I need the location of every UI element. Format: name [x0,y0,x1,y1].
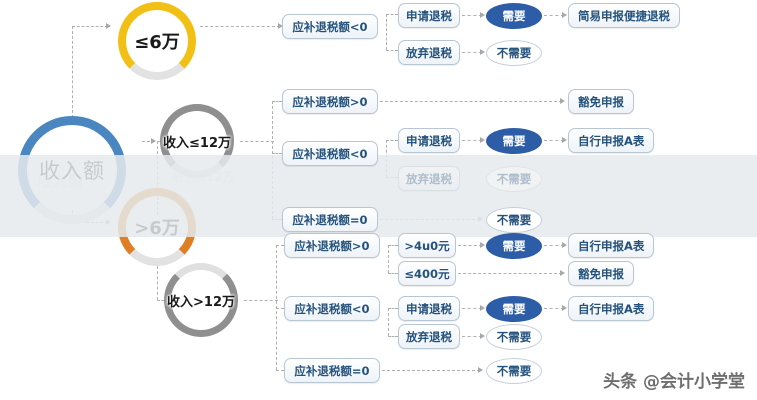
connector-r5-need [458,245,482,246]
connector-r5-b [388,273,398,274]
arrow-r1-out [562,12,567,18]
connector-r3-b [386,177,398,178]
connector-r5-split [388,245,389,273]
arrow-r1-noneed [480,49,485,55]
arrow-r2-out [560,98,565,104]
connector-r6-noneed [462,336,482,337]
need-ellipse-5[interactable]: 需要 [486,233,542,259]
node-branch-gt6-label: >6万 [134,218,180,239]
arrow-r4-out [478,216,483,222]
result-box-5b[interactable]: 豁免申报 [568,261,634,286]
arrow-r6-noneed [480,333,485,339]
condition-box-1[interactable]: 应补退税额<0 [282,14,378,39]
condition-box-2[interactable]: 应补退税额>0 [282,89,378,114]
condition-box-6[interactable]: 应补退税额<0 [284,296,380,321]
node-subbranch-gt12-label: 收入>12万 [167,294,235,310]
node-root-income[interactable]: 收入额 [18,116,126,224]
arrow-r5b-out [560,270,565,276]
connector-r6-out [544,308,564,309]
arrow-to-le6 [106,23,111,29]
connector-r1-split [386,14,387,50]
connector-r1-need [462,15,482,16]
arrow-r7-out [478,367,483,373]
connector-r1-b [386,50,398,51]
connector-r7-out [382,370,480,371]
amount-box-le400[interactable]: ≤400元 [398,261,456,286]
noneed-ellipse-7[interactable]: 不需要 [486,358,542,384]
node-subbranch-gt12[interactable]: 收入>12万 [164,263,238,337]
need-ellipse-1[interactable]: 需要 [486,3,542,29]
connector-r5b-out [458,273,562,274]
condition-box-4[interactable]: 应补退税额=0 [282,207,378,232]
result-box-2[interactable]: 豁免申报 [568,89,634,114]
connector-gt12-r3 [276,370,284,371]
connector-r6-need [462,308,482,309]
action-box-waive-6[interactable]: 放弃退税 [398,324,460,349]
watermark: 头条 @会计小学堂 [603,372,745,392]
arrow-r6-need [480,305,485,311]
connector-le6-cond1 [200,26,280,27]
node-subbranch-le12[interactable]: 收入≤12万 [160,104,234,178]
condition-box-5[interactable]: 应补退税额>0 [284,233,380,258]
need-ellipse-3[interactable]: 需要 [486,128,542,154]
connector-le12-r3 [272,219,282,220]
connector-root-up [72,26,73,118]
noneed-ellipse-6[interactable]: 不需要 [486,324,542,350]
need-ellipse-6[interactable]: 需要 [486,296,542,322]
connector-r3-a [386,140,398,141]
action-box-waive-3[interactable]: 放弃退税 [398,166,460,191]
connector-le12-r2 [272,153,282,154]
connector-gt12-r1 [276,245,284,246]
connector-r1-a [386,14,398,15]
node-root-label: 收入额 [39,159,105,183]
node-branch-le6-label: ≤6万 [134,32,180,53]
action-box-apply-6[interactable]: 申请退税 [398,296,460,321]
connector-r6-a [388,308,398,309]
arrow-r5-need [480,242,485,248]
connector-r5-out [544,245,564,246]
result-box-6[interactable]: 自行申报A表 [568,296,655,321]
result-box-3[interactable]: 自行申报A表 [568,128,655,153]
connector-r6-split [388,308,389,336]
connector-le12-trunk [272,101,273,219]
condition-box-7[interactable]: 应补退税额=0 [284,358,380,383]
arrow-to-le12 [151,138,156,144]
node-branch-le6[interactable]: ≤6万 [118,2,196,80]
arrow-to-gt6 [106,219,111,225]
noneed-ellipse-3[interactable]: 不需要 [486,166,542,192]
result-box-5a[interactable]: 自行申报A表 [568,233,655,258]
connector-to-le6 [72,26,108,27]
connector-le12-r1 [272,101,282,102]
connector-r1-out [544,15,564,16]
action-box-apply-1[interactable]: 申请退税 [398,3,460,28]
arrow-r3-need [480,137,485,143]
node-branch-gt6[interactable]: >6万 [118,188,196,266]
connector-r2-out [380,101,562,102]
connector-gt12-out [244,300,278,301]
connector-r5-a [388,245,398,246]
connector-r3-need [462,140,482,141]
result-box-1[interactable]: 简易申报便捷退税 [568,3,680,28]
connector-r3-split [386,140,387,177]
connector-gt6-gt12-v [157,266,158,300]
arrow-r3-out [562,137,567,143]
action-box-apply-3[interactable]: 申请退税 [398,128,460,153]
action-box-waive-1[interactable]: 放弃退税 [398,40,460,65]
amount-box-gt400[interactable]: >4u0元 [398,233,456,258]
connector-r3-out [544,140,564,141]
connector-r1-noneed [462,52,482,53]
arrow-cond1 [278,23,283,29]
condition-box-3[interactable]: 应补退税额<0 [282,141,378,166]
node-subbranch-le12-label: 收入≤12万 [163,135,231,151]
connector-r6-b [388,336,398,337]
arrow-r5-out [562,242,567,248]
connector-r4-out [380,219,480,220]
noneed-ellipse-4[interactable]: 不需要 [486,207,542,233]
connector-gt12-r2 [276,308,284,309]
connector-le12-out [240,141,274,142]
noneed-ellipse-1[interactable]: 不需要 [486,40,542,66]
arrow-r1-need [480,12,485,18]
arrow-r6-out [562,305,567,311]
connector-gt12-trunk [276,245,277,370]
